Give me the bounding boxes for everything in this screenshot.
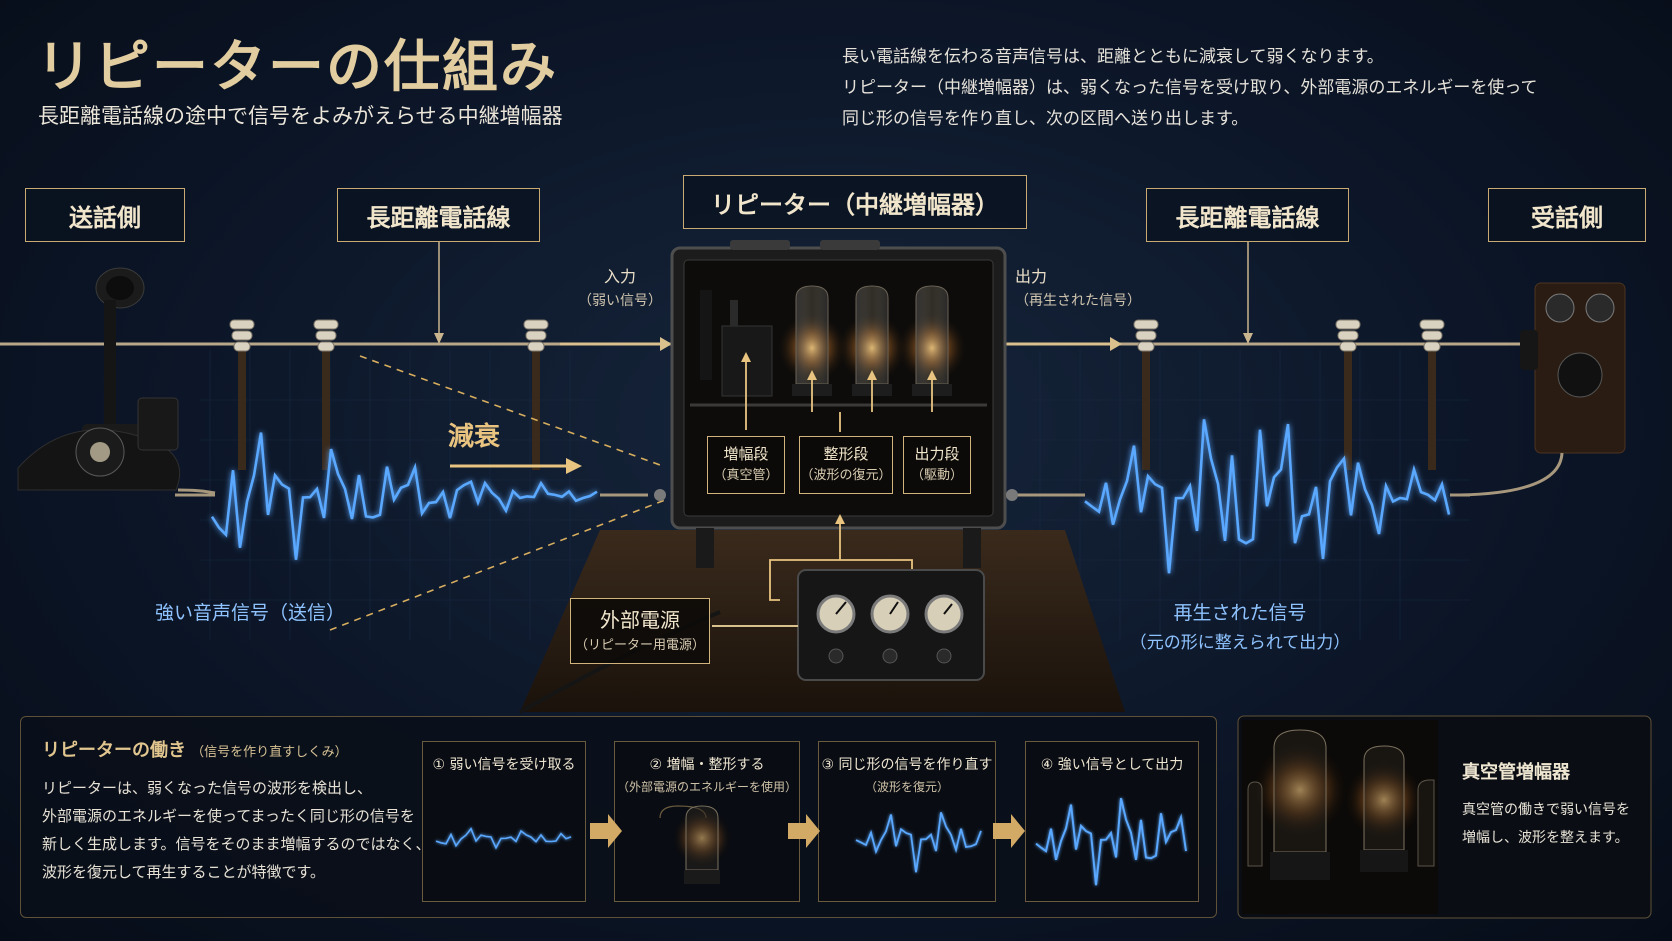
internal-flow-arrows: [745, 362, 933, 601]
input-label-text: 入力: [603, 267, 636, 286]
page-subtitle: 長距離電話線の途中で信号をよみがえらせる中継増幅器: [38, 104, 563, 128]
background-grid: [200, 350, 1470, 640]
sender-label: 送話側: [25, 188, 185, 242]
input-label-sub: （弱い信号）: [578, 293, 662, 309]
output-signal-wave: [1084, 419, 1451, 574]
line-right-label: 長距離電話線: [1146, 188, 1349, 242]
line-left-label: 長距離電話線: [337, 188, 540, 242]
input-label: 入力 （弱い信号）: [560, 264, 680, 314]
how-heading-note: （信号を作り直すしくみ）: [191, 745, 348, 760]
regen-signal-label-sub: （元の形に整えられて出力）: [1129, 633, 1351, 653]
tube-photo: [1237, 715, 1652, 919]
regen-signal-label-text: 再生された信号: [1173, 602, 1307, 624]
step-4-title: ④ 強い信号として出力: [1040, 757, 1184, 773]
output-label-sub: （再生された信号）: [1015, 293, 1141, 309]
dashed-connectors: [329, 355, 666, 631]
tube-desc-2: 増幅し、波形を整えます。: [1462, 830, 1629, 846]
stage-shaping-name: 整形段: [823, 445, 869, 463]
receiver-label: 受話側: [1488, 188, 1646, 242]
sender-telephone-icon: [17, 267, 216, 495]
intro-line-1: 長い電話線を伝わる音声信号は、距離とともに減衰して弱くなります。: [842, 47, 1384, 67]
strong-signal-label: 強い音声信号（送信）: [154, 602, 345, 624]
stage-output-sub: （駆動）: [910, 468, 963, 483]
label-pointers: [438, 242, 1249, 340]
step-1-card: ① 弱い信号を受け取る: [422, 741, 586, 902]
stage-output-name: 出力段: [914, 445, 960, 463]
stage-shaping-sub: （波形の復元）: [800, 468, 892, 483]
step-2-sub: （外部電源のエネルギーを使用）: [616, 780, 797, 794]
step-2-title: ② 増幅・整形する: [649, 757, 765, 773]
step-3-sub: （波形を復元）: [864, 780, 949, 794]
stage-amplifier-name: 増幅段: [723, 445, 769, 463]
page-title: リピーターの仕組み: [36, 34, 558, 100]
step-2-tube-icon: [659, 805, 732, 884]
power-label-sub: （リピーター用電源）: [574, 638, 705, 653]
how-desc-4: 波形を復元して再生することが特徴です。: [42, 863, 326, 881]
output-label-text: 出力: [1015, 267, 1048, 286]
how-heading: リピーターの働き （信号を作り直すしくみ）: [42, 736, 348, 762]
step-arrows: [590, 814, 1025, 848]
step-4-card: ④ 強い信号として出力: [1025, 741, 1199, 902]
how-heading-text: リピーターの働き: [42, 740, 186, 761]
step-3-wave: [855, 812, 982, 873]
regen-signal-label: 再生された信号 （元の形に整えられて出力）: [1100, 598, 1380, 658]
output-label: 出力 （再生された信号）: [1015, 264, 1155, 314]
stage-shaping: 整形段 （波形の復元）: [799, 436, 893, 494]
power-label: 外部電源 （リピーター用電源）: [570, 598, 710, 664]
step-3-title: ③ 同じ形の信号を作り直す: [821, 757, 993, 773]
attenuation-label: 減衰: [448, 422, 501, 452]
how-desc-1: リピーターは、弱くなった信号の波形を検出し、: [42, 779, 373, 797]
step-1-wave: [435, 827, 572, 850]
repeater-label: リピーター（中継増幅器）: [683, 175, 1027, 229]
attenuation-arrow: [450, 458, 582, 474]
stage-amplifier-sub: （真空管）: [713, 468, 779, 483]
tube-desc-1: 真空管の働きで弱い信号を: [1462, 802, 1630, 818]
how-desc-3: 新しく生成します。信号をそのまま増幅するのではなく、: [42, 835, 431, 853]
power-label-text: 外部電源: [600, 608, 680, 632]
tube-heading: 真空管増幅器: [1462, 762, 1570, 783]
step-1-title: ① 弱い信号を受け取る: [432, 757, 576, 773]
stage-amplifier: 増幅段 （真空管）: [707, 436, 785, 494]
step-3-card: ③ 同じ形の信号を作り直す （波形を復元）: [818, 741, 996, 902]
input-signal-wave: [210, 432, 598, 560]
insulator-poles: [229, 319, 1445, 470]
step-4-wave: [1035, 797, 1187, 886]
stage-output: 出力段 （駆動）: [903, 436, 971, 494]
intro-line-3: 同じ形の信号を作り直し、次の区間へ送り出します。: [842, 109, 1249, 129]
how-desc-2: 外部電源のエネルギーを使ってまったく同じ形の信号を: [42, 807, 415, 825]
intro-line-2: リピーター（中継増幅器）は、弱くなった信号を受け取り、外部電源のエネルギーを使っ…: [842, 78, 1538, 98]
receiver-telephone-icon: [1459, 282, 1626, 497]
